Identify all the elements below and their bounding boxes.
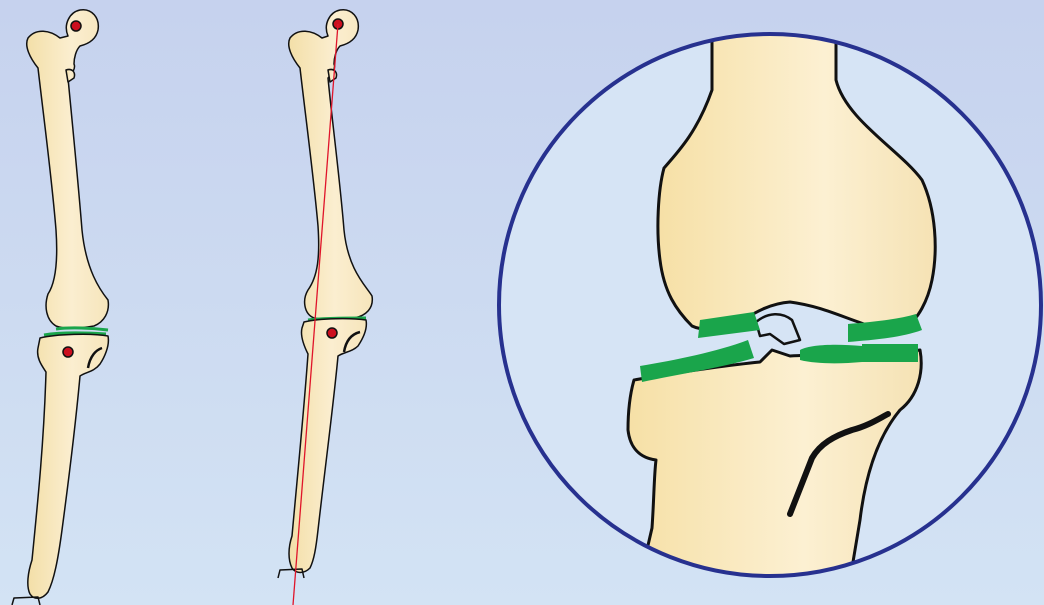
tibial-landmark-left (63, 347, 73, 357)
cartilage-tibia-lateral-a (800, 345, 862, 364)
tibial-landmark-middle (327, 328, 337, 338)
femoral-head-center-left (71, 21, 81, 31)
cartilage-tibia-lateral-b (862, 344, 918, 362)
